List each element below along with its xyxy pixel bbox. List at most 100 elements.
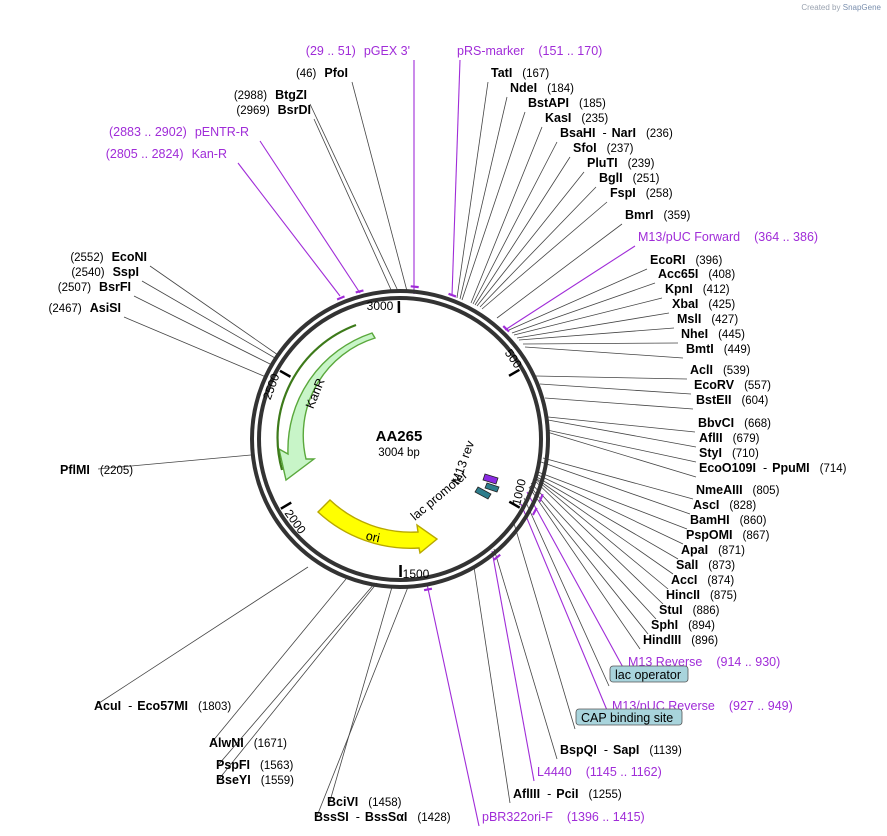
bsahi-label[interactable]: BsaHI-NarI(236) xyxy=(560,126,673,140)
nhei-position: (445) xyxy=(718,329,745,341)
tati-position: (167) xyxy=(522,68,549,80)
sspi-position: (2540) xyxy=(71,267,104,279)
prsmarker-label[interactable]: pRS-marker(151 .. 170) xyxy=(457,44,602,58)
m13-rev-primer-mark[interactable] xyxy=(482,473,499,485)
bsrfi-label[interactable]: (2507)BsrFI xyxy=(58,280,131,294)
bstapi-label[interactable]: BstAPI(185) xyxy=(528,96,606,110)
acci-leader xyxy=(533,477,669,590)
sfoi-leader xyxy=(474,156,571,306)
xbai-label[interactable]: XbaI(425) xyxy=(672,297,735,311)
sphi-label[interactable]: SphI(894) xyxy=(651,618,715,632)
kpni-position: (412) xyxy=(703,284,730,296)
aflii-label[interactable]: AflII(679) xyxy=(699,431,760,445)
pbr322-label[interactable]: pBR322ori-F(1396 .. 1415) xyxy=(482,810,645,824)
btgzi-label[interactable]: (2988)BtgZI xyxy=(234,88,307,102)
msli-label[interactable]: MslI(427) xyxy=(677,312,738,326)
afliii-label[interactable]: AflIII-PciI(1255) xyxy=(513,787,622,801)
bsteii-label[interactable]: BstEII(604) xyxy=(696,393,768,407)
sali-position: (873) xyxy=(708,560,735,572)
bgli-label[interactable]: BglI(251) xyxy=(599,171,660,185)
kanr-name: Kan-R xyxy=(192,147,227,161)
kpni-label[interactable]: KpnI (412) xyxy=(665,282,730,296)
m13fwd-label[interactable]: M13/pUC Forward(364 .. 386) xyxy=(638,230,818,244)
alwni-leader xyxy=(211,578,347,743)
fspi-label[interactable]: FspI(258) xyxy=(610,186,673,200)
hincii-label[interactable]: HincII(875) xyxy=(666,588,737,602)
m13rev-name: M13 Reverse xyxy=(628,655,702,669)
kanr-leader xyxy=(237,162,341,297)
l4440-label[interactable]: L4440(1145 .. 1162) xyxy=(537,765,662,779)
nhei-label[interactable]: NheI(445) xyxy=(681,327,745,341)
ori-feature-arrow[interactable] xyxy=(316,499,439,555)
styi-label[interactable]: StyI(710) xyxy=(699,446,759,460)
kasi-label[interactable]: KasI(235) xyxy=(545,111,608,125)
pfoi-position: (46) xyxy=(296,68,317,80)
ecoo109i-label[interactable]: EcoO109I-PpuMI(714) xyxy=(699,461,847,475)
pentrr-leader xyxy=(259,140,361,294)
pentrr-label[interactable]: (2883 .. 2902)pENTR-R xyxy=(109,125,249,139)
kanr-feature-arrow[interactable] xyxy=(277,332,377,482)
acli-leader xyxy=(535,375,688,380)
ecorv-name: EcoRV xyxy=(694,378,735,392)
cap-label[interactable]: CAP binding site xyxy=(581,711,673,725)
m13rev-label[interactable]: M13 Reverse(914 .. 930) xyxy=(628,655,780,669)
prsmarker-name: pRS-marker xyxy=(457,44,524,58)
acli-name: AclI xyxy=(690,363,713,377)
econi-label[interactable]: (2552)EcoNI xyxy=(70,250,147,264)
bmti-label[interactable]: BmtI(449) xyxy=(686,342,751,356)
bsssi-label[interactable]: BssSI-BssSαI(1428) xyxy=(314,810,451,824)
ecorv-label[interactable]: EcoRV(557) xyxy=(694,378,771,392)
lac-operator-mark[interactable] xyxy=(484,482,500,493)
leader-lines xyxy=(95,59,697,827)
bmri-label[interactable]: BmrI(359) xyxy=(625,208,691,222)
lac-promoter-mark[interactable] xyxy=(474,486,492,500)
acli-label[interactable]: AclI(539) xyxy=(690,363,750,377)
kanr-range: (2805 .. 2824) xyxy=(106,147,184,161)
pspfi-label[interactable]: PspFI(1563) xyxy=(216,758,293,772)
cap-label-box[interactable] xyxy=(575,708,683,726)
pflmi-label[interactable]: PflMI(2205) xyxy=(60,463,133,477)
bmri-name: BmrI xyxy=(625,208,653,222)
btgzi-name: BtgZI xyxy=(275,88,307,102)
asisi-label[interactable]: (2467)AsiSI xyxy=(48,301,121,315)
lac-promoter-label: lac promoter xyxy=(408,468,470,523)
ecori-name: EcoRI xyxy=(650,253,685,267)
bsrdi-label[interactable]: (2969)BsrDI xyxy=(236,103,311,117)
pspomi-label[interactable]: PspOMI(867) xyxy=(686,528,770,542)
ecori-label[interactable]: EcoRI(396) xyxy=(650,253,722,267)
afliii-name: AflIII xyxy=(513,787,540,801)
sspi-label[interactable]: (2540)SspI xyxy=(71,265,139,279)
hincii-name: HincII xyxy=(666,588,700,602)
bcivi-label[interactable]: BciVI(1458) xyxy=(327,795,402,809)
bseyi-label[interactable]: BseYI(1559) xyxy=(216,773,294,787)
hindiii-label[interactable]: HindIII(896) xyxy=(643,633,718,647)
pgex3-label[interactable]: (29 .. 51)pGEX 3' xyxy=(306,44,410,58)
bamhi-label[interactable]: BamHI(860) xyxy=(690,513,767,527)
kasi-name: KasI xyxy=(545,111,571,125)
stui-label[interactable]: StuI(886) xyxy=(659,603,720,617)
lacop-label-box[interactable] xyxy=(609,665,689,683)
bbvci-label[interactable]: BbvCI(668) xyxy=(698,416,771,430)
kanr-label[interactable]: (2805 .. 2824) Kan-R xyxy=(106,147,227,161)
alwni-label[interactable]: AlwNI(1671) xyxy=(209,736,287,750)
lacop-label[interactable]: lac operator xyxy=(615,668,681,682)
pspfi-position: (1563) xyxy=(260,760,293,772)
pfoi-label[interactable]: (46)PfoI xyxy=(296,66,348,80)
kpni-name: KpnI xyxy=(665,282,693,296)
pluti-label[interactable]: PluTI(239) xyxy=(587,156,655,170)
bamhi-name: BamHI xyxy=(690,513,730,527)
asci-label[interactable]: AscI(828) xyxy=(693,498,756,512)
sphi-leader xyxy=(529,485,649,635)
acc65i-label[interactable]: Acc65I(408) xyxy=(658,267,735,281)
bseyi-name: BseYI xyxy=(216,773,251,787)
acci-label[interactable]: AccI(874) xyxy=(671,573,734,587)
acui-label[interactable]: AcuI-Eco57MI(1803) xyxy=(94,699,231,713)
tati-label[interactable]: TatI(167) xyxy=(491,66,549,80)
bspqi-label[interactable]: BspQI-SapI(1139) xyxy=(560,743,682,757)
apai-leader xyxy=(534,475,679,560)
ndei-label[interactable]: NdeI(184) xyxy=(510,81,574,95)
nmeaiii-label[interactable]: NmeAIII(805) xyxy=(696,483,780,497)
apai-label[interactable]: ApaI(871) xyxy=(681,543,745,557)
sali-label[interactable]: SalI(873) xyxy=(676,558,735,572)
sfoi-label[interactable]: SfoI(237) xyxy=(573,141,634,155)
